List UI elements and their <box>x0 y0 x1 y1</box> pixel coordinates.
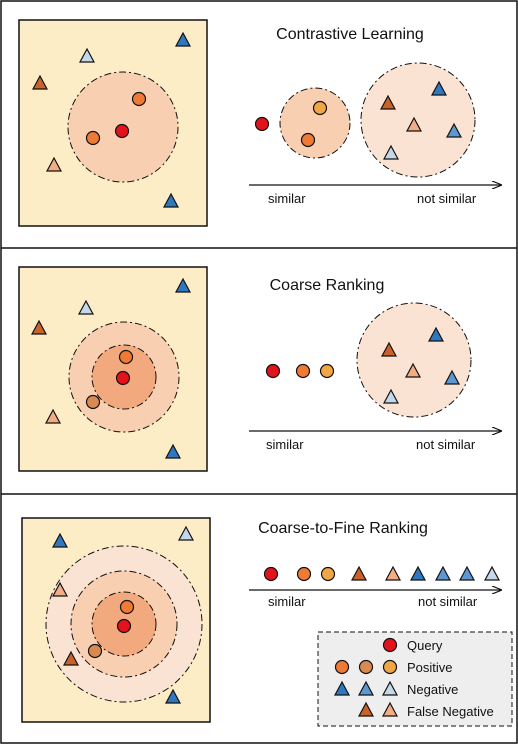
negative-triangle <box>164 443 182 459</box>
scatter-points <box>31 31 192 208</box>
legend-negative-triangle <box>333 680 351 696</box>
false-negative-triangle <box>45 156 63 172</box>
positive-dot <box>300 132 316 148</box>
ranked-sequence <box>263 565 501 582</box>
positive-dot <box>320 566 336 582</box>
false-negative-triangle <box>51 581 69 597</box>
legend-false-negative-triangle <box>357 701 375 717</box>
negative-triangle <box>483 565 501 581</box>
similar-label: similar <box>268 594 306 609</box>
legend-box <box>317 631 513 727</box>
scatter-points <box>51 525 195 704</box>
legend: Query Positive Negative False Negative <box>317 631 513 727</box>
legend-positive-dot <box>334 659 350 675</box>
not-similar-label: not similar <box>416 437 476 452</box>
false-negative-triangle <box>30 319 48 335</box>
negative-cluster-circle <box>360 62 476 178</box>
positive-dot <box>87 643 103 659</box>
false-negative-triangle <box>384 565 402 581</box>
query-dot <box>265 363 281 379</box>
legend-positive-label: Positive <box>407 660 453 675</box>
negative-triangle <box>430 80 448 96</box>
query-dot <box>116 618 132 634</box>
false-negative-triangle <box>31 74 49 90</box>
negative-triangle <box>409 565 427 581</box>
negative-triangle <box>458 565 476 581</box>
negative-triangle <box>443 369 461 385</box>
legend-positive-dot <box>358 659 374 675</box>
query-dot <box>263 566 279 582</box>
legend-negative-triangle <box>381 680 399 696</box>
negative-triangle <box>51 532 69 548</box>
negative-triangle <box>445 122 463 138</box>
positive-dot <box>295 363 311 379</box>
legend-negative-triangle <box>357 680 375 696</box>
negative-triangle <box>382 144 400 160</box>
positive-dot <box>296 566 312 582</box>
positive-dot <box>319 363 335 379</box>
not-similar-label: not similar <box>417 191 477 206</box>
legend-false-negative-triangle <box>381 701 399 717</box>
positive-dot <box>312 100 328 116</box>
legend-query-dot <box>382 637 398 653</box>
false-negative-triangle <box>62 650 80 666</box>
false-negative-triangle <box>380 341 398 357</box>
panel-coarse-to-fine-ranking: Coarse-to-Fine Ranking similar not simil… <box>21 517 513 727</box>
positive-dot <box>119 599 135 615</box>
positive-dot <box>85 394 101 410</box>
negative-triangle <box>177 525 195 541</box>
similar-label: similar <box>268 191 306 206</box>
query-dot <box>115 370 131 386</box>
legend-negative-label: Negative <box>407 682 458 697</box>
panel-title: Coarse-to-Fine Ranking <box>258 520 428 537</box>
negative-triangle <box>174 277 192 293</box>
panel-contrastive-learning: Contrastive Learning similar not similar <box>18 19 501 227</box>
not-similar-label: not similar <box>418 594 478 609</box>
panel-coarse-ranking: Coarse Ranking similar not similar <box>18 266 501 472</box>
false-negative-triangle <box>379 94 397 110</box>
panel-title: Coarse Ranking <box>270 277 385 294</box>
false-negative-triangle <box>44 408 62 424</box>
positive-cluster-circle <box>279 87 351 159</box>
false-negative-triangle <box>404 362 422 378</box>
negative-triangle <box>162 192 180 208</box>
false-negative-triangle <box>405 116 423 132</box>
positive-dot <box>85 130 101 146</box>
false-negative-triangle <box>350 565 368 581</box>
negative-triangle <box>174 31 192 47</box>
query-dot <box>254 116 270 132</box>
negative-triangle <box>77 299 95 315</box>
negative-cluster-circle <box>356 302 472 418</box>
negative-triangle <box>434 565 452 581</box>
query-dot <box>114 123 130 139</box>
negative-triangle <box>78 47 96 63</box>
negative-triangle <box>427 326 445 342</box>
panel-title: Contrastive Learning <box>276 26 424 43</box>
legend-query-label: Query <box>407 638 443 653</box>
legend-positive-dot <box>382 659 398 675</box>
similar-label: similar <box>266 437 304 452</box>
legend-false-negative-label: False Negative <box>407 704 494 719</box>
positive-dot <box>131 91 147 107</box>
negative-triangle <box>382 388 400 404</box>
positive-dot <box>118 349 134 365</box>
scatter-points <box>30 277 192 459</box>
negative-triangle <box>164 688 182 704</box>
